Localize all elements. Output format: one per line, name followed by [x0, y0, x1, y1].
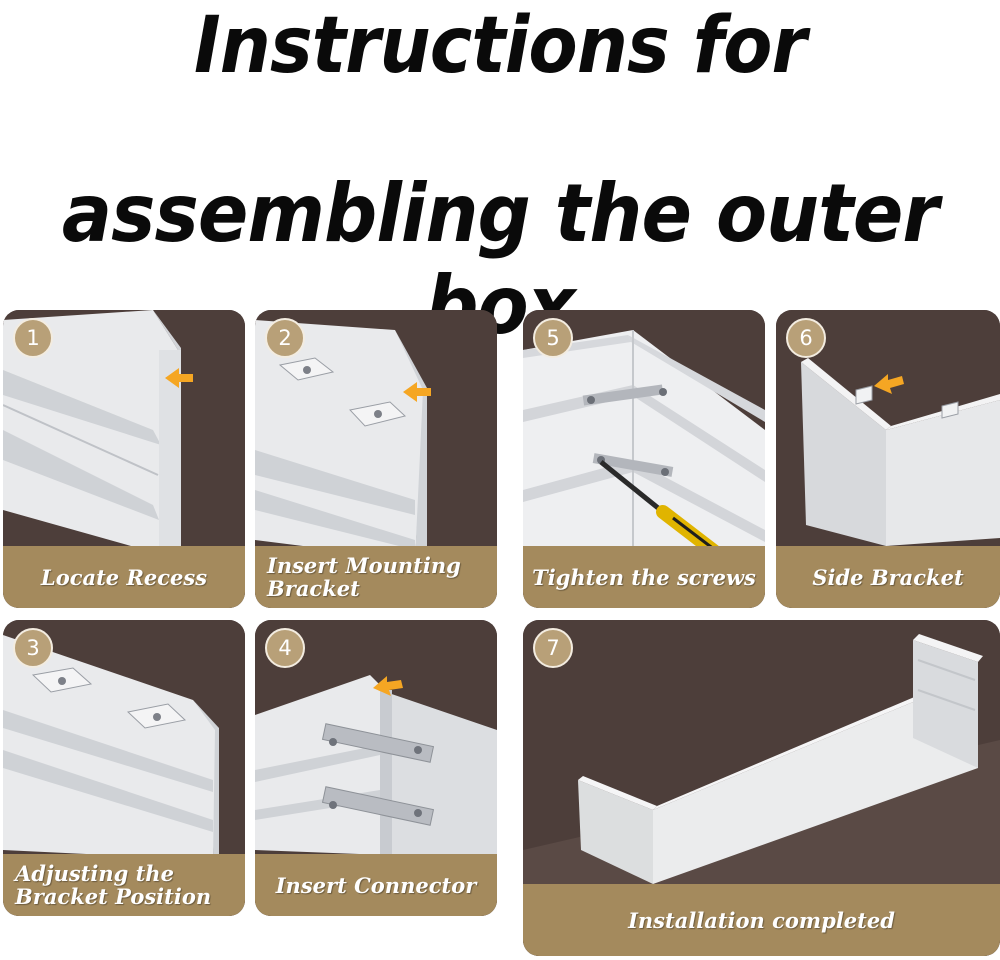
title-line-1: Instructions for [193, 1, 807, 91]
step-caption: Insert Mounting Bracket [267, 553, 461, 601]
step-caption: Insert Connector [275, 872, 477, 898]
step-number-badge: 6 [786, 318, 826, 358]
step-number-badge: 1 [13, 318, 53, 358]
step-number-badge: 7 [533, 628, 573, 668]
step-panel-5: 5 Tighten the screws [523, 310, 765, 608]
step-number-badge: 4 [265, 628, 305, 668]
caption-bar: Adjusting the Bracket Position [3, 854, 245, 916]
arrow-pointer-icon [373, 676, 403, 696]
arrow-pointer-icon [165, 368, 193, 388]
step-caption: Adjusting the Bracket Position [15, 861, 212, 909]
arrow-pointer-icon [403, 382, 431, 402]
step-number-badge: 2 [265, 318, 305, 358]
caption-bar: Tighten the screws [523, 546, 765, 608]
step-caption: Locate Recess [40, 564, 208, 590]
step-panel-2: 2 Insert Mounting Bracket [255, 310, 497, 608]
caption-bar: Locate Recess [3, 546, 245, 608]
step-panel-7: 7 Installation completed [523, 620, 1000, 956]
step-panel-4: 4 Insert Connector [255, 620, 497, 916]
arrow-pointer-icon [874, 374, 904, 394]
caption-bar: Installation completed [523, 884, 1000, 956]
step-caption: Installation completed [628, 907, 895, 933]
step-panel-6: 6 Side Bracket [776, 310, 1000, 608]
caption-bar: Side Bracket [776, 546, 1000, 608]
caption-bar: Insert Connector [255, 854, 497, 916]
step-number-badge: 5 [533, 318, 573, 358]
caption-bar: Insert Mounting Bracket [255, 546, 497, 608]
step-panel-3: 3 Adjusting the Bracket Position [3, 620, 245, 916]
step-number-badge: 3 [13, 628, 53, 668]
title-line-2: assembling the outer box [61, 167, 939, 352]
step-panel-1: 1 Locate Recess [3, 310, 245, 608]
step-caption: Side Bracket [812, 564, 964, 590]
step-caption: Tighten the screws [532, 564, 756, 590]
